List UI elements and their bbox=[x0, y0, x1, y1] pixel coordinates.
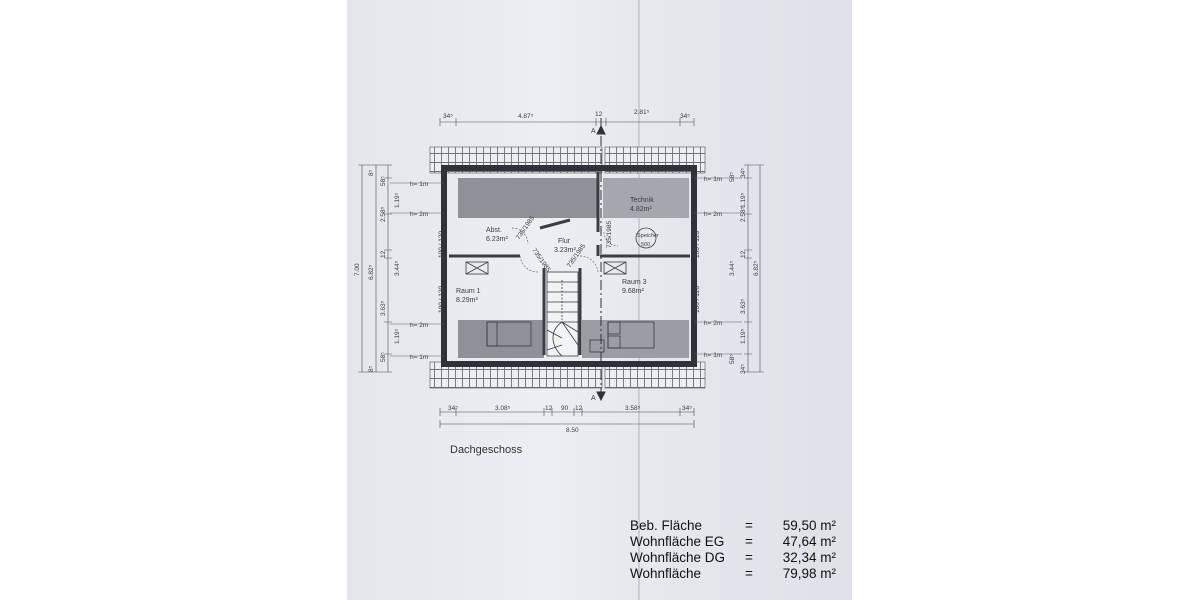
height-left-3: h= 2m bbox=[410, 322, 428, 329]
exterior-wall bbox=[441, 165, 697, 367]
door-label-1: 735/1985 bbox=[515, 215, 537, 242]
low-zone-top-left bbox=[458, 178, 597, 218]
storage-label: Speicher bbox=[637, 233, 659, 239]
left-dim-7: 3.63⁵ bbox=[380, 300, 387, 316]
bottom-dim-6: 3.58⁵ bbox=[625, 405, 641, 412]
top-dim-2: 4.87⁵ bbox=[518, 113, 534, 120]
room-technik-name: Technik bbox=[630, 197, 654, 204]
room-technik-area: 4.82m² bbox=[630, 206, 652, 213]
left-dim-total-1: 7.00 bbox=[354, 263, 361, 276]
window-label-right-top: 100 / 120 bbox=[694, 231, 701, 258]
height-right-2: h= 2m bbox=[704, 211, 722, 218]
top-dim-4: 2.81⁵ bbox=[634, 109, 650, 116]
height-left-1: h= 1m bbox=[410, 181, 428, 188]
right-dim-4: 2.58⁵ bbox=[740, 206, 747, 222]
interior-walls bbox=[449, 172, 690, 355]
room-raum3-name: Raum 3 bbox=[622, 279, 647, 286]
left-dim-5: 12 bbox=[380, 250, 387, 258]
area-label: Wohnfläche EG bbox=[630, 534, 725, 549]
room-flur-area: 3.23m² bbox=[554, 247, 576, 254]
area-summary: Beb. Fläche = 59,50 m² Wohnfläche EG = 4… bbox=[630, 518, 836, 582]
bottom-dim-1: 34⁵ bbox=[448, 405, 458, 412]
height-right-4: h= 1m bbox=[704, 352, 722, 359]
window-label-right-bottom: 100 / 120 bbox=[694, 286, 701, 313]
right-dim-total: 6.82⁵ bbox=[753, 260, 760, 276]
dimension-lines bbox=[358, 118, 764, 428]
left-dim-4: 2.58⁵ bbox=[380, 206, 387, 222]
left-dim-9: 58⁵ bbox=[380, 352, 387, 362]
area-value: 79,98 m² bbox=[782, 566, 836, 581]
paper-fold-line bbox=[638, 0, 640, 600]
room-abst-area: 6.23m² bbox=[486, 236, 508, 243]
height-right-1: h= 1m bbox=[704, 176, 722, 183]
area-row: Beb. Fläche = 59,50 m² bbox=[630, 518, 836, 534]
area-label: Wohnfläche bbox=[630, 566, 702, 581]
area-value: 59,50 m² bbox=[782, 518, 836, 533]
height-level-lines bbox=[390, 177, 742, 357]
right-dim-3: 1.19⁵ bbox=[740, 192, 747, 208]
right-dim-8: 1.19⁵ bbox=[740, 328, 747, 344]
right-dim-9: 58⁵ bbox=[729, 354, 736, 364]
top-dim-1: 34⁵ bbox=[443, 113, 453, 120]
room-raum1-area: 8.29m² bbox=[456, 297, 478, 304]
area-label: Wohnfläche DG bbox=[630, 550, 726, 565]
storage-value: 500 bbox=[641, 242, 650, 248]
low-zone-top-right bbox=[603, 178, 689, 218]
room-raum3-area: 9.68m² bbox=[622, 288, 644, 295]
bottom-dim-4: 90 bbox=[561, 405, 569, 412]
section-marker-bottom: A bbox=[591, 395, 596, 402]
section-marker-top: A bbox=[591, 128, 596, 135]
top-dim-5: 34⁵ bbox=[680, 113, 690, 120]
right-dim-5: 12 bbox=[740, 250, 747, 258]
left-dim-10: 8⁵ bbox=[368, 365, 375, 372]
room-abst-name: Abst. bbox=[486, 227, 502, 234]
door-swings bbox=[511, 227, 619, 273]
area-value: 47,64 m² bbox=[782, 534, 836, 549]
window-label-left-bottom: 100 / 120 bbox=[438, 286, 445, 313]
bottom-dim-3: 12 bbox=[545, 405, 553, 412]
bottom-dim-7: 34⁵ bbox=[682, 405, 692, 412]
right-dim-6: 3.44⁵ bbox=[729, 260, 736, 276]
bottom-dim-5: 12 bbox=[575, 405, 583, 412]
area-equals: = bbox=[745, 518, 753, 533]
stair bbox=[546, 271, 579, 357]
right-dim-7: 3.63⁵ bbox=[740, 298, 747, 314]
height-left-2: h= 2m bbox=[410, 211, 428, 218]
paper-sheet bbox=[347, 0, 852, 600]
bottom-dim-total: 8.50 bbox=[566, 427, 579, 434]
top-dim-3: 12 bbox=[595, 111, 603, 118]
right-dim-10: 34⁵ bbox=[740, 364, 747, 374]
area-value: 32,34 m² bbox=[782, 550, 836, 565]
room-flur-name: Flur bbox=[558, 238, 571, 245]
area-equals: = bbox=[745, 550, 753, 565]
area-row: Wohnfläche EG = 47,64 m² bbox=[630, 534, 836, 550]
left-dim-1: 8⁵ bbox=[368, 169, 375, 176]
left-dim-2: 58⁵ bbox=[380, 176, 387, 186]
left-dim-8: 1.19⁵ bbox=[394, 328, 401, 344]
right-dim-1: 34⁵ bbox=[740, 168, 747, 178]
area-row: Wohnfläche = 79,98 m² bbox=[630, 566, 836, 582]
right-dim-2: 58⁵ bbox=[729, 172, 736, 182]
floor-title: Dachgeschoss bbox=[450, 444, 523, 456]
window-label-left-top: 100 / 120 bbox=[438, 231, 445, 258]
bottom-dim-2: 3.08⁵ bbox=[495, 405, 511, 412]
storage-tank-icon bbox=[635, 227, 657, 249]
door-label-4: 735/1985 bbox=[606, 221, 613, 248]
left-dim-total-2: 6.82⁵ bbox=[368, 264, 375, 280]
area-equals: = bbox=[745, 534, 753, 549]
height-right-3: h= 2m bbox=[704, 320, 722, 327]
area-label: Beb. Fläche bbox=[630, 518, 703, 533]
area-equals: = bbox=[745, 566, 753, 581]
room-raum1-name: Raum 1 bbox=[456, 288, 481, 295]
height-left-4: h= 1m bbox=[410, 354, 428, 361]
left-dim-3: 1.19⁵ bbox=[394, 192, 401, 208]
area-row: Wohnfläche DG = 32,34 m² bbox=[630, 550, 836, 566]
low-zone-bottom-left bbox=[458, 320, 544, 358]
left-dim-6: 3.44⁵ bbox=[394, 260, 401, 276]
furniture bbox=[465, 261, 655, 353]
section-line-a bbox=[596, 118, 606, 402]
door-label-2: 735/1985 bbox=[530, 247, 552, 274]
